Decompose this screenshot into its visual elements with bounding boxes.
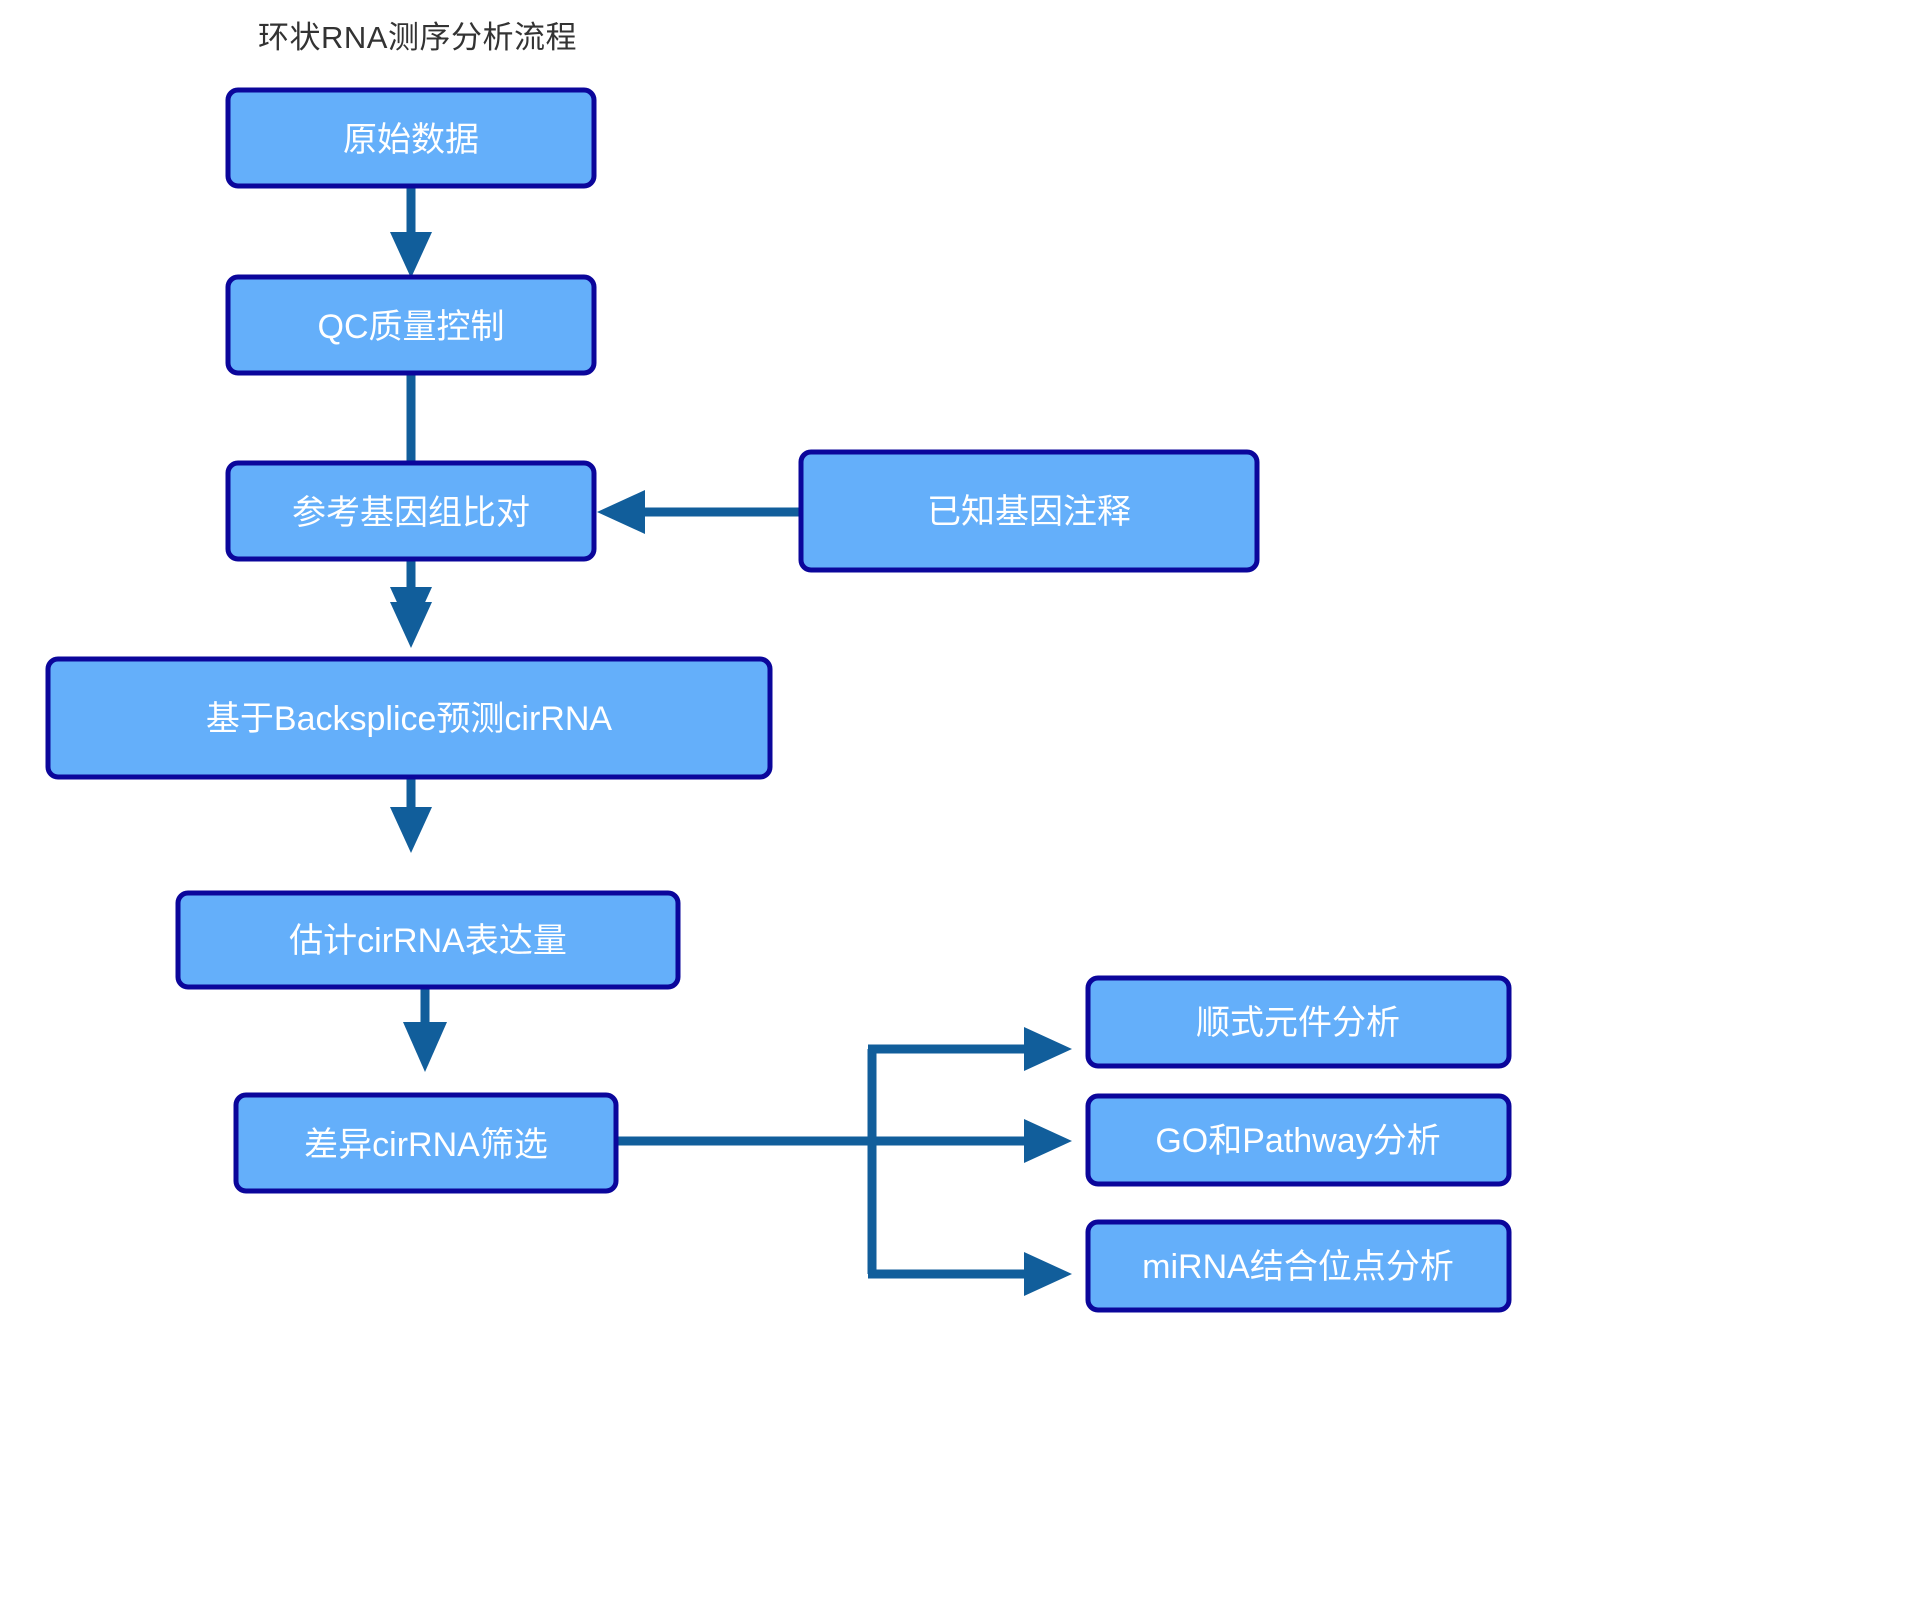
- node-go-pathway[interactable]: GO和Pathway分析: [1085, 1093, 1512, 1187]
- edge-expression-to-diff-screen: [403, 985, 447, 1072]
- edge-backsplice-to-expression: [390, 775, 432, 853]
- node-raw-data-label: 原始数据: [343, 121, 479, 159]
- node-qc-label: QC质量控制: [318, 308, 505, 346]
- node-known-gene-anno[interactable]: 已知基因注释: [798, 449, 1260, 573]
- node-backsplice[interactable]: 基于Backsplice预测cirRNA: [45, 656, 773, 780]
- edge-diff-screen-branch-trunk: [614, 1049, 877, 1274]
- node-expression-label: 估计cirRNA表达量: [289, 922, 567, 960]
- edge-raw-data-to-qc: [390, 186, 432, 278]
- node-genome-align-label: 参考基因组比对: [292, 494, 530, 532]
- node-mirna-site[interactable]: miRNA结合位点分析: [1085, 1219, 1512, 1313]
- node-go-pathway-label: GO和Pathway分析: [1155, 1122, 1440, 1160]
- edge-branch-to-cis-element: [868, 1027, 1072, 1071]
- node-diff-screen-label: 差异cirRNA筛选: [304, 1126, 548, 1164]
- node-raw-data[interactable]: 原始数据: [225, 87, 597, 189]
- node-qc[interactable]: QC质量控制: [225, 274, 597, 376]
- node-cis-element-label: 顺式元件分析: [1196, 1004, 1400, 1042]
- edge-branch-to-mirna-site: [868, 1252, 1072, 1296]
- page-title: 环状RNA测序分析流程: [258, 20, 577, 55]
- edge-branch-to-go-pathway: [872, 1119, 1072, 1163]
- node-diff-screen[interactable]: 差异cirRNA筛选: [233, 1092, 619, 1194]
- edge-known-gene-anno-to-genome-align: [597, 490, 800, 534]
- node-expression[interactable]: 估计cirRNA表达量: [175, 890, 681, 990]
- node-mirna-site-label: miRNA结合位点分析: [1142, 1248, 1454, 1286]
- node-backsplice-label: 基于Backsplice预测cirRNA: [206, 700, 612, 738]
- node-cis-element[interactable]: 顺式元件分析: [1085, 975, 1512, 1069]
- node-known-gene-anno-label: 已知基因注释: [927, 493, 1131, 531]
- edge-genome-align-to-backsplice: [390, 557, 432, 648]
- node-genome-align[interactable]: 参考基因组比对: [225, 460, 597, 562]
